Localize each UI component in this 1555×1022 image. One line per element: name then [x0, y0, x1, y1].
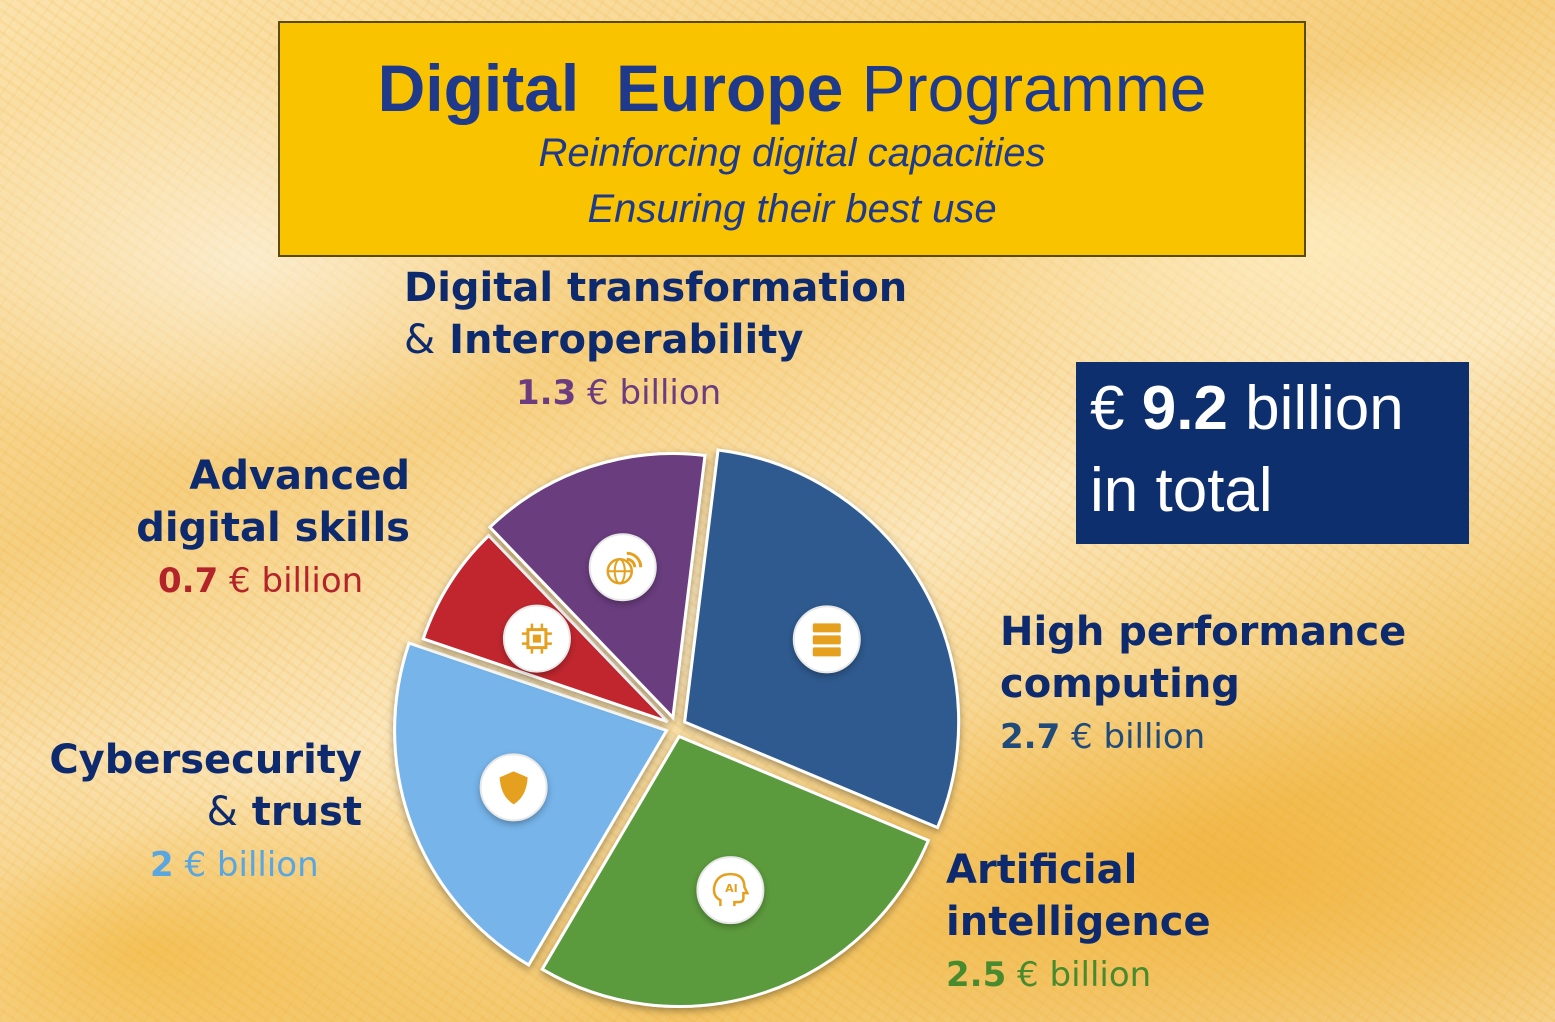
label-cyber: Cybersecurity & trust 2 € billion	[22, 734, 362, 888]
label-ai-line1: Artificial	[946, 847, 1138, 893]
label-dti-value: 1.3	[516, 373, 577, 413]
label-ai-value: 2.5	[946, 955, 1007, 995]
label-dti-unit: € billion	[587, 373, 722, 413]
title-box: Digital Europe Programme Reinforcing dig…	[278, 21, 1306, 257]
label-ai: Artificial intelligence 2.5 € billion	[946, 844, 1211, 998]
label-dti: Digital transformation & Interoperabilit…	[404, 262, 907, 416]
label-cyber-unit: € billion	[184, 845, 319, 885]
label-dti-line2: Interoperability	[449, 317, 804, 363]
label-skills-line2: digital skills	[136, 505, 410, 551]
page-title: Digital Europe Programme	[280, 51, 1304, 125]
label-cyber-line2: trust	[251, 789, 362, 835]
subtitle-line-2: Ensuring their best use	[587, 187, 997, 231]
title-word-europe: Europe	[615, 51, 844, 125]
total-caption: in total	[1090, 456, 1273, 525]
label-dti-amp: &	[404, 317, 436, 363]
label-cyber-value: 2	[150, 845, 174, 885]
ai-head-icon: AI	[696, 856, 765, 925]
label-skills-unit: € billion	[229, 561, 364, 601]
label-cyber-amp: &	[206, 789, 238, 835]
subtitle-line-1: Reinforcing digital capacities	[538, 131, 1046, 175]
label-hpc-unit: € billion	[1071, 717, 1206, 757]
total-unit: billion	[1245, 374, 1404, 443]
label-skills: Advanced digital skills 0.7 € billion	[106, 450, 410, 604]
svg-text:AI: AI	[725, 882, 738, 895]
chip-icon	[502, 604, 571, 673]
server-icon	[792, 605, 861, 674]
label-skills-value: 0.7	[158, 561, 219, 601]
total-currency: €	[1090, 374, 1125, 443]
total-badge: € 9.2 billion in total	[1076, 362, 1469, 544]
label-ai-line2: intelligence	[946, 899, 1211, 945]
label-hpc-value: 2.7	[1000, 717, 1061, 757]
label-dti-line1: Digital transformation	[404, 265, 908, 311]
title-word-digital: Digital	[377, 51, 580, 125]
globe-wifi-icon	[588, 533, 657, 602]
title-word-programme: Programme	[861, 51, 1207, 125]
label-hpc-line1: High performance	[1000, 609, 1407, 655]
shield-icon	[479, 753, 548, 822]
total-amount: 9.2	[1141, 374, 1228, 443]
label-skills-line1: Advanced	[189, 453, 410, 499]
label-ai-unit: € billion	[1017, 955, 1152, 995]
label-hpc-line2: computing	[1000, 661, 1240, 707]
label-hpc: High performance computing 2.7 € billion	[1000, 606, 1406, 760]
label-cyber-line1: Cybersecurity	[49, 737, 362, 783]
